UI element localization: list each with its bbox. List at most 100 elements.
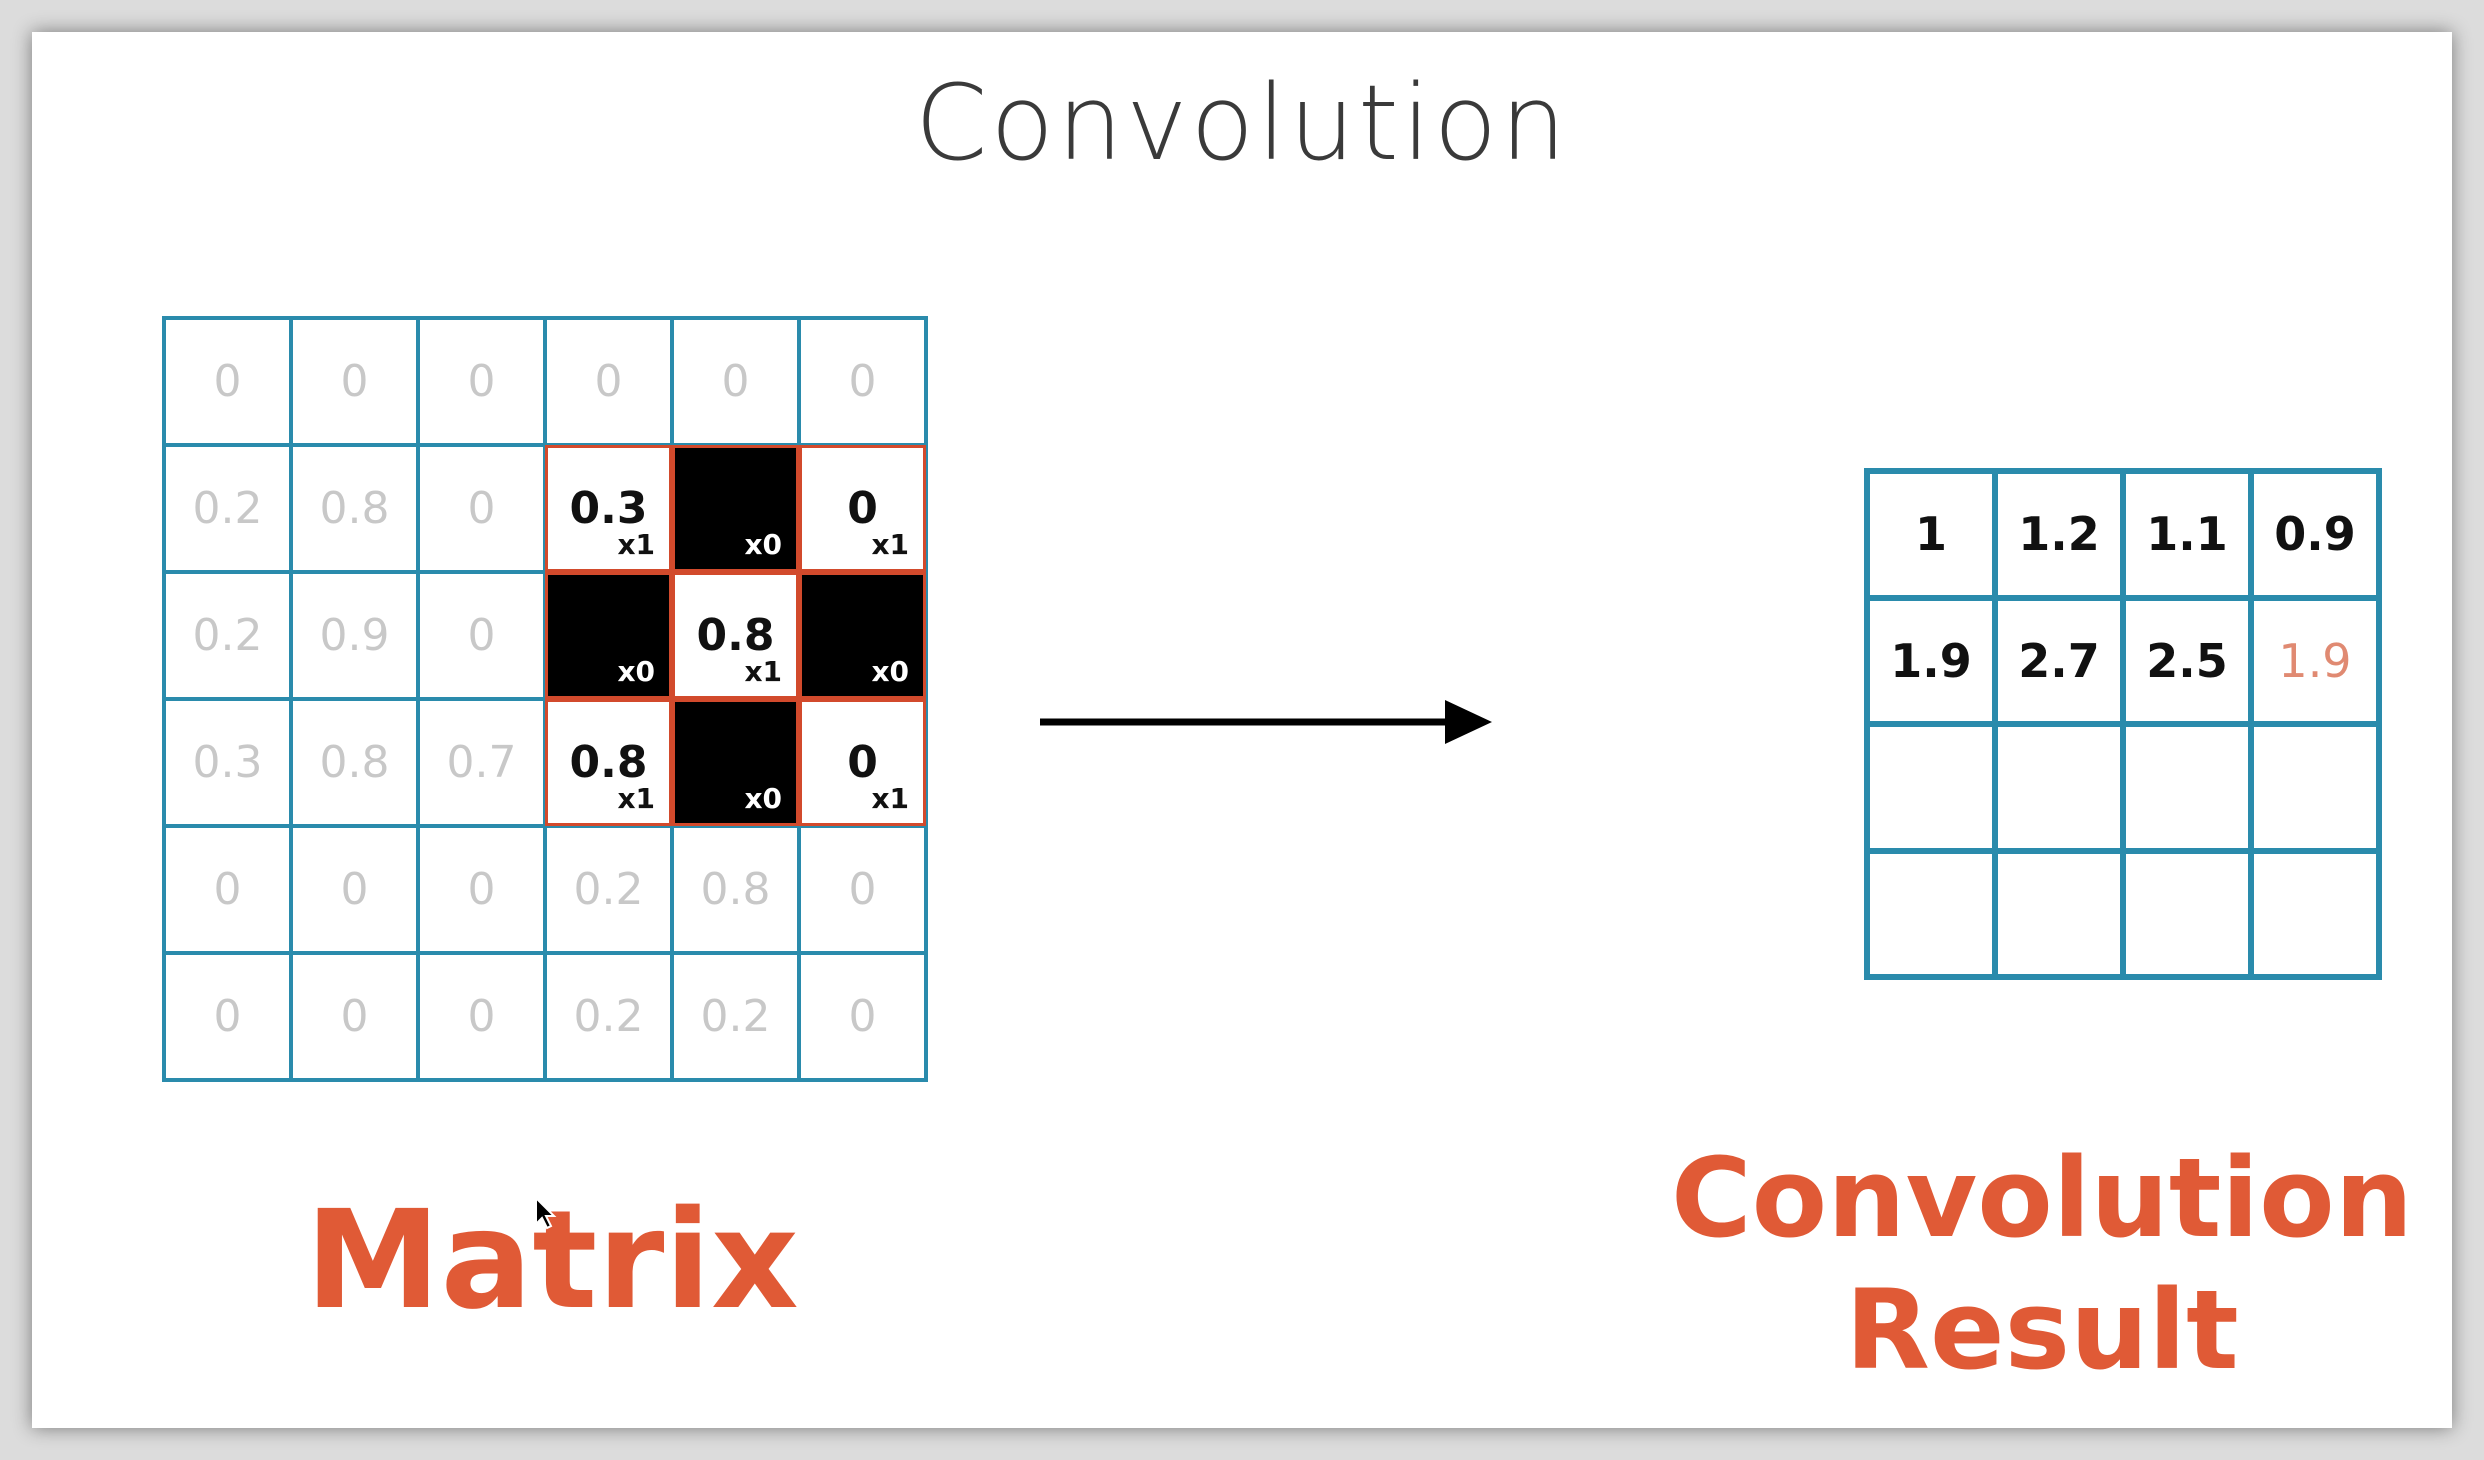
matrix-cell-value: 0.9	[319, 610, 390, 661]
result-cell: 1.1	[2123, 471, 2251, 598]
matrix-cell: 0.8	[291, 445, 418, 572]
matrix-cell: 0.2	[672, 953, 799, 1080]
matrix-cell-value: 0	[848, 991, 877, 1042]
matrix-cell-value: 0	[847, 483, 878, 534]
matrix-cell: 0	[291, 318, 418, 445]
arrow-right-icon	[1040, 700, 1492, 744]
matrix-cell: 0.2	[164, 572, 291, 699]
matrix-cell-value: 0	[721, 356, 750, 407]
matrix-cell: 0	[418, 318, 545, 445]
matrix-cell-value: 0.8	[569, 737, 648, 788]
matrix-cell-value: 0	[340, 356, 369, 407]
result-cell: 1.9	[2251, 597, 2379, 724]
kernel-cell: x0	[799, 572, 926, 699]
matrix-cell-value: 0	[213, 991, 242, 1042]
result-cell	[2251, 724, 2379, 851]
matrix-cell-value: 0	[467, 991, 496, 1042]
result-cell: 0.9	[2251, 471, 2379, 598]
matrix-cell: 0	[164, 953, 291, 1080]
mouse-cursor-icon	[535, 1196, 557, 1230]
matrix-cell-value: 0.7	[446, 737, 517, 788]
matrix-cell-value: 0.8	[700, 864, 771, 915]
matrix-cell: 0	[545, 318, 672, 445]
matrix-cell: 0.3	[164, 699, 291, 826]
kernel-weight: x0	[744, 782, 782, 815]
kernel-cell: x0	[672, 445, 799, 572]
result-cell: 1	[1867, 471, 1995, 598]
matrix-cell: 0.9	[291, 572, 418, 699]
matrix-cell-value: 0	[467, 483, 496, 534]
result-cell	[1995, 724, 2123, 851]
result-cell	[1867, 850, 1995, 977]
kernel-weight: x0	[617, 655, 655, 688]
matrix-cell: 0	[418, 572, 545, 699]
matrix-cell-value: 0	[340, 991, 369, 1042]
kernel-cell: x0	[545, 572, 672, 699]
kernel-weight: x1	[617, 528, 655, 561]
matrix-cell: 0	[799, 953, 926, 1080]
matrix-cell-value: 0	[467, 864, 496, 915]
kernel-weight: x0	[871, 655, 909, 688]
result-cell: 2.7	[1995, 597, 2123, 724]
matrix-cell-value: 0	[340, 864, 369, 915]
kernel-weight: x1	[871, 782, 909, 815]
matrix-cell: 0	[799, 318, 926, 445]
matrix-label: Matrix	[305, 1182, 799, 1340]
matrix-cell-value: 0.8	[319, 483, 390, 534]
kernel-cell: x0	[672, 699, 799, 826]
kernel-weight: x1	[744, 655, 782, 688]
matrix-cell: 0	[799, 826, 926, 953]
matrix-cell-value: 0.8	[319, 737, 390, 788]
matrix-cell: 0	[291, 953, 418, 1080]
result-cell	[2123, 724, 2251, 851]
kernel-weight: x1	[617, 782, 655, 815]
matrix-cell-value: 0.3	[569, 483, 648, 534]
matrix-cell-value: 0	[847, 737, 878, 788]
matrix-cell-value: 0.2	[573, 991, 644, 1042]
matrix-cell-value: 0	[213, 356, 242, 407]
matrix-cell: 0.7	[418, 699, 545, 826]
matrix-cell-value: 0.2	[192, 610, 263, 661]
result-cell: 1.2	[1995, 471, 2123, 598]
matrix-cell-value: 0.2	[573, 864, 644, 915]
matrix-cell: 0	[164, 318, 291, 445]
matrix-cell-value: 0	[594, 356, 623, 407]
kernel-weight: x0	[744, 528, 782, 561]
matrix-cell: 0.2	[164, 445, 291, 572]
result-cell: 1.9	[1867, 597, 1995, 724]
matrix-cell-value: 0.2	[192, 483, 263, 534]
matrix-cell: 0	[672, 318, 799, 445]
matrix-cell: 0	[291, 826, 418, 953]
matrix-cell-value: 0	[467, 610, 496, 661]
matrix-cell-value: 0.3	[192, 737, 263, 788]
matrix-cell-value: 0.8	[696, 610, 775, 661]
result-cell: 2.5	[2123, 597, 2251, 724]
matrix-cell: 0.2	[545, 953, 672, 1080]
result-label: Convolution Result	[1632, 1132, 2452, 1396]
matrix-cell-value: 0	[848, 356, 877, 407]
result-cell	[2251, 850, 2379, 977]
matrix-cell: 0.2	[545, 826, 672, 953]
matrix-cell: 0	[164, 826, 291, 953]
matrix-cell-value: 0	[848, 864, 877, 915]
result-cell	[2123, 850, 2251, 977]
matrix-cell: 0.8	[672, 826, 799, 953]
matrix-cell: 0	[418, 953, 545, 1080]
matrix-cell-value: 0	[467, 356, 496, 407]
result-label-line1: Convolution	[1670, 1134, 2414, 1262]
result-label-line2: Result	[1845, 1266, 2239, 1394]
kernel-weight: x1	[871, 528, 909, 561]
result-cell	[1867, 724, 1995, 851]
slide-title: Convolution	[914, 62, 1570, 184]
matrix-cell: 0	[418, 445, 545, 572]
matrix-cell: 0	[418, 826, 545, 953]
matrix-cell-value: 0	[213, 864, 242, 915]
